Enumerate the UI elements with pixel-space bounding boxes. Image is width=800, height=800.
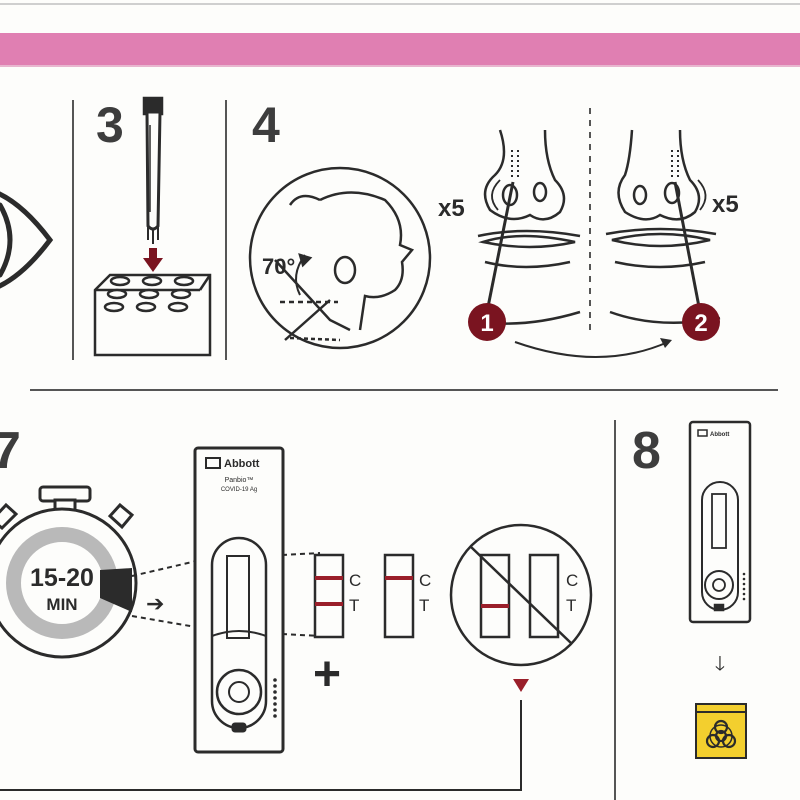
card-product: Panbio™ bbox=[225, 477, 254, 484]
biohazard-bin-icon bbox=[695, 703, 747, 759]
result-positive-t-line bbox=[315, 602, 343, 606]
nose-swab-icon bbox=[469, 129, 581, 325]
nostril-badge-1 bbox=[468, 303, 506, 341]
invalid-result-c-label: C bbox=[566, 571, 578, 590]
invalid-result-t-label: T bbox=[566, 596, 576, 615]
result-positive-strip bbox=[313, 553, 345, 639]
dispose-arrow-icon: 🡓 bbox=[715, 653, 725, 675]
card-product-sub: COVID-19 Ag bbox=[221, 487, 257, 493]
result-negative-t-label: T bbox=[419, 596, 429, 615]
timer-unit: MIN bbox=[46, 595, 77, 614]
pink-banner bbox=[0, 33, 800, 66]
card-logo-mark bbox=[205, 457, 221, 469]
read-arrow-icon: ➔ bbox=[146, 591, 164, 616]
invalid-result-icon bbox=[449, 523, 593, 667]
small-card-dots bbox=[742, 572, 746, 601]
invalid-leader-line bbox=[0, 700, 522, 791]
zoom-line-bottom-right bbox=[281, 633, 321, 637]
rotation-count-right: x5 bbox=[712, 191, 739, 218]
step-8-number: 8 bbox=[632, 422, 661, 480]
step-7-number: 7 bbox=[0, 422, 21, 480]
switch-nostril-arrowhead bbox=[660, 338, 672, 348]
result-negative-c-line bbox=[385, 576, 413, 580]
card-brand: Abbott bbox=[224, 458, 260, 470]
invalid-result-t-line bbox=[481, 604, 509, 608]
card-dots bbox=[273, 678, 277, 718]
tilt-angle-label: 70° bbox=[262, 254, 295, 279]
result-positive-t-label: T bbox=[349, 596, 359, 615]
nose-swab-icon-right bbox=[605, 129, 721, 325]
zoom-line-top-right bbox=[281, 552, 321, 556]
swab-stick-left bbox=[485, 181, 515, 313]
nostril-badge-2-label: 2 bbox=[694, 310, 707, 337]
result-negative-c-label: C bbox=[419, 571, 431, 590]
stopwatch-icon bbox=[0, 485, 138, 659]
red-down-arrow-icon bbox=[143, 248, 163, 272]
test-card-icon bbox=[193, 446, 285, 754]
result-positive-c-label: C bbox=[349, 571, 361, 590]
result-positive-c-line bbox=[315, 576, 343, 580]
zoom-line-bottom bbox=[131, 615, 249, 637]
nostril-badge-2 bbox=[682, 303, 720, 341]
rotation-count-left: x5 bbox=[438, 195, 465, 222]
timer-time: 15-20 bbox=[30, 564, 94, 592]
result-negative-strip bbox=[383, 553, 415, 639]
swab-stick-right bbox=[673, 181, 702, 313]
nostril-badge-1-label: 1 bbox=[480, 310, 493, 337]
eye-icon bbox=[0, 191, 54, 289]
step-4-number: 4 bbox=[252, 97, 280, 153]
step-3-number: 3 bbox=[96, 97, 124, 153]
swab-tube-icon bbox=[142, 96, 164, 244]
tube-rack-icon bbox=[93, 273, 212, 357]
result-positive-sign: + bbox=[313, 648, 341, 701]
head-tilt-icon bbox=[248, 166, 432, 350]
switch-nostril-arrow-icon bbox=[514, 341, 669, 358]
small-card-brand: Abbott bbox=[710, 432, 729, 438]
invalid-pointer-icon bbox=[513, 679, 529, 692]
test-card-small-icon bbox=[688, 420, 752, 624]
small-card-logo bbox=[697, 429, 708, 437]
